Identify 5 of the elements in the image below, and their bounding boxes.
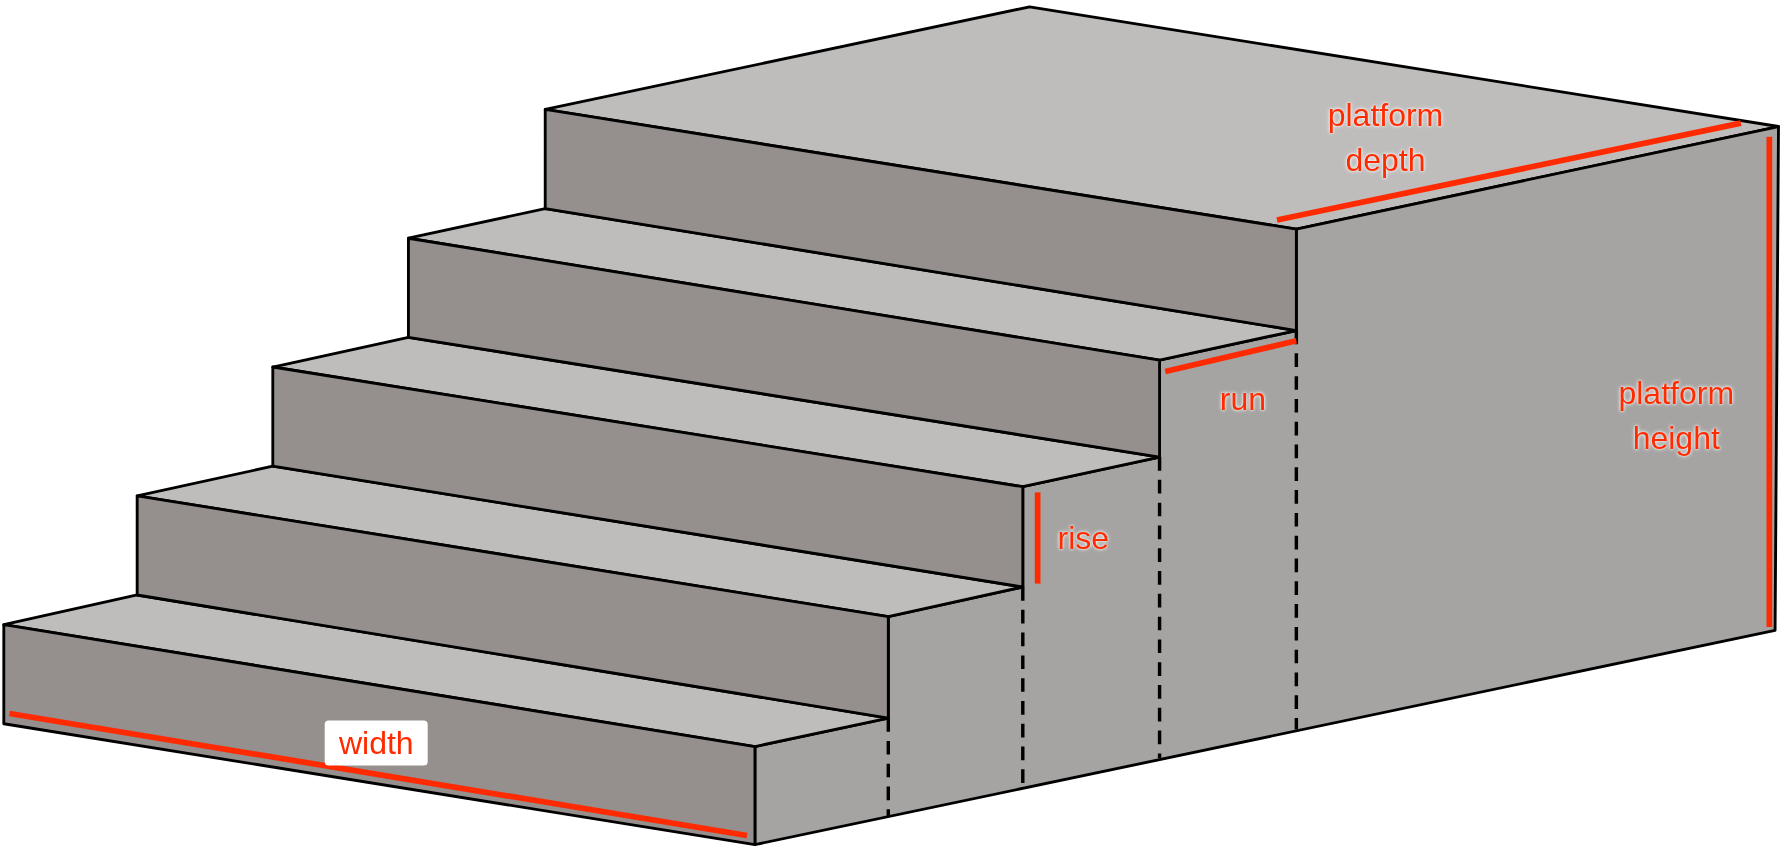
dimension-label: platform depth (1326, 95, 1445, 180)
dimension-label: run (1218, 379, 1268, 419)
dimension-label: platform height (1617, 374, 1736, 459)
dimension-label: rise (1056, 518, 1111, 558)
dimension-label: width (325, 720, 428, 766)
